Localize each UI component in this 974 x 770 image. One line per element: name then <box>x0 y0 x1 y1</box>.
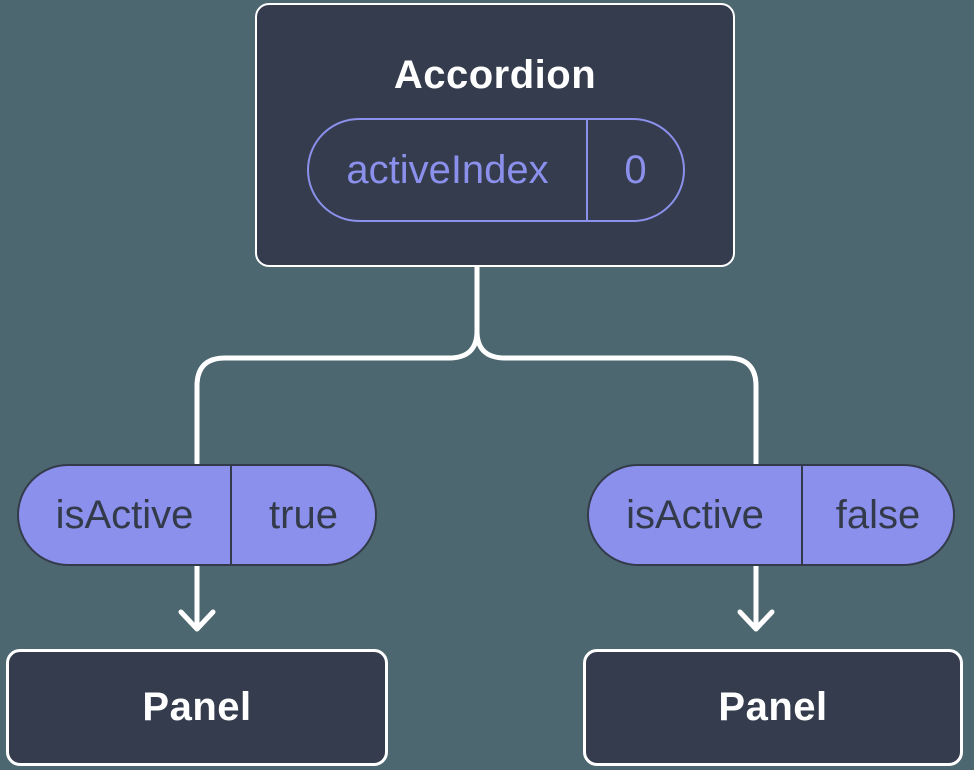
right-prop-value: false <box>801 466 953 564</box>
left-arrow-head-icon <box>178 609 216 632</box>
left-prop-name: isActive <box>55 493 194 537</box>
right-prop-name: isActive <box>626 493 764 537</box>
branch-left-line <box>194 328 480 466</box>
accordion-title: Accordion <box>393 53 597 97</box>
left-isactive-pill: isActive true <box>17 464 377 566</box>
right-panel-node: Panel <box>583 649 963 766</box>
activeindex-pill: activeIndex 0 <box>307 118 685 222</box>
right-arrow-head-icon <box>737 609 775 632</box>
branch-right-line <box>474 328 759 466</box>
left-prop-value: true <box>230 466 375 564</box>
right-isactive-pill: isActive false <box>587 464 955 566</box>
activeindex-prop-name: activeIndex <box>346 148 549 192</box>
left-panel-title: Panel <box>142 685 252 729</box>
activeindex-prop-value: 0 <box>586 120 683 220</box>
right-panel-title: Panel <box>718 685 828 729</box>
accordion-node: Accordion activeIndex 0 <box>255 3 735 267</box>
left-panel-node: Panel <box>6 649 388 766</box>
